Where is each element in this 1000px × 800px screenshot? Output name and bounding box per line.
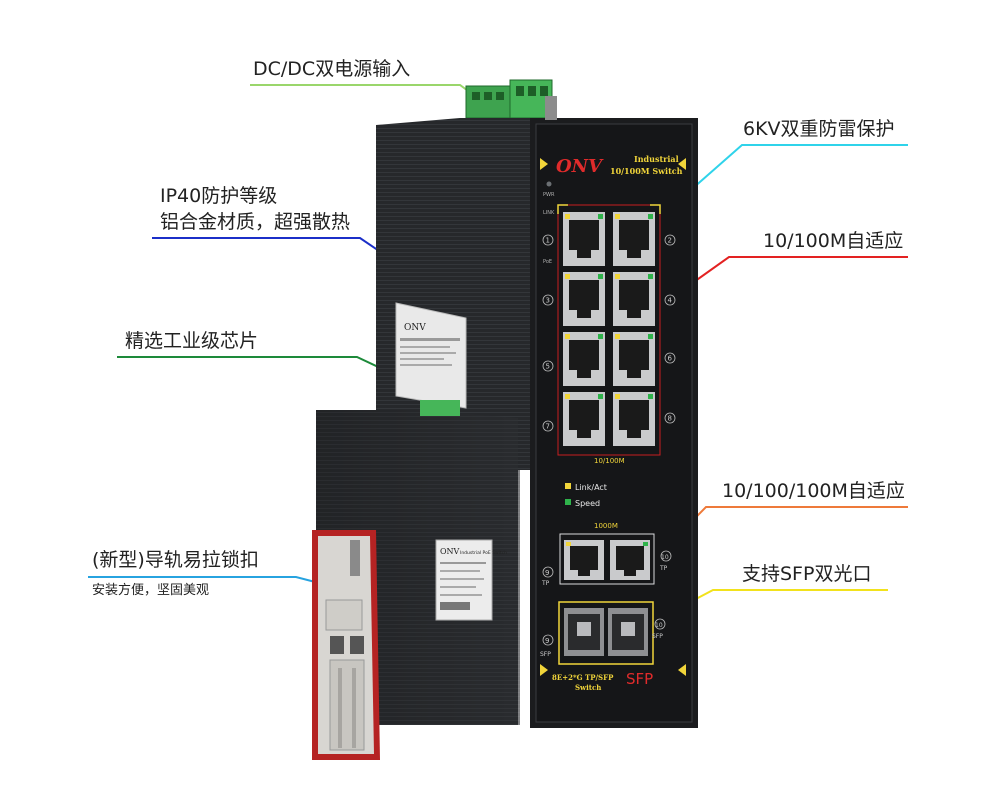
tp-label-right: TP	[659, 565, 668, 572]
port-number-text: 7	[546, 423, 550, 431]
rj45-port-7	[563, 392, 605, 446]
rj45-port-5	[563, 332, 605, 386]
link-label: LINK	[543, 210, 555, 216]
second-sticker-brand: ONV	[440, 547, 460, 556]
product-line2: 10/100M Switch	[610, 166, 683, 176]
gigabit-port-9	[564, 540, 604, 580]
port-number-circle	[664, 412, 676, 424]
side-sticker: ONV	[395, 302, 467, 409]
port-number-text: 6	[668, 355, 673, 363]
port-number-text: 3	[546, 297, 550, 305]
port-number-text: 5	[546, 363, 550, 371]
port-number-circle	[542, 294, 554, 306]
port-number-marks: 1 2 3 4 5 6 7 8	[542, 234, 676, 432]
port-number-text: 1	[546, 237, 550, 245]
adaptive-callout: 10/100M自适应	[763, 230, 904, 252]
rj45-port-4	[613, 272, 655, 326]
brand-logo: ONV	[556, 156, 604, 177]
sfp-callout: 支持SFP双光口	[742, 563, 872, 585]
ip40-callout-line1: IP40防护等级	[160, 185, 278, 207]
rj45-port-6	[613, 332, 655, 386]
port-number-circle	[542, 360, 554, 372]
front-panel: ONV Industrial 10/100M Switch PWR LINK P…	[530, 96, 698, 728]
port-number-circle	[542, 420, 554, 432]
rj45-port-2	[613, 212, 655, 266]
bottom-sfp-logo: SFP	[626, 670, 653, 688]
pwr-label: PWR	[543, 192, 555, 198]
port-number-9-sfp: 9	[545, 637, 549, 645]
chip-callout: 精选工业级芯片	[125, 330, 259, 352]
rj45-port-grid	[563, 212, 655, 446]
port-number-circle	[664, 352, 676, 364]
power-callout: DC/DC双电源输入	[253, 58, 411, 80]
sfp-label-left: SFP	[540, 651, 551, 658]
legend-speed: Speed	[575, 499, 600, 508]
din-rail-clip	[312, 530, 380, 760]
gigabit-label: 1000M	[594, 522, 618, 530]
port-group-label: 10/100M	[594, 457, 625, 465]
surge-callout: 6KV双重防雷保护	[743, 118, 895, 140]
bottom-label-line2: Switch	[575, 683, 601, 692]
port-number-circle	[542, 234, 554, 246]
port-number-10-tp: 10	[661, 554, 669, 561]
sfp-label-right: SFP	[652, 633, 663, 640]
port-number-text: 4	[668, 297, 673, 305]
gigabit-callout: 10/100/100M自适应	[722, 480, 905, 502]
gigabit-port-10	[610, 540, 650, 580]
port-number-circle	[664, 234, 676, 246]
port-number-9-tp: 9	[545, 569, 549, 577]
port-number-10-sfp: 10	[655, 622, 663, 629]
side-sticker-brand: ONV	[404, 323, 426, 333]
legend-link: Link/Act	[575, 483, 607, 492]
bottom-label-line1: 8E+2*G TP/SFP	[552, 673, 614, 682]
surge-line	[683, 144, 908, 197]
rj45-port-3	[563, 272, 605, 326]
port-number-text: 2	[668, 237, 672, 245]
ip40-callout-line2: 铝合金材质，超强散热	[160, 211, 351, 233]
din-rail-callout-line2: 安装方便，坚固美观	[92, 583, 210, 598]
din-rail-callout-line1: (新型)导轨易拉锁扣	[92, 549, 259, 571]
rj45-port-1	[563, 212, 605, 266]
product-line1: Industrial	[634, 154, 679, 164]
poe-label: PoE	[543, 259, 552, 265]
port-number-text: 8	[668, 415, 672, 423]
tp-label-left: TP	[541, 580, 550, 587]
second-sticker-title: Industrial PoE Switch	[460, 550, 507, 556]
rj45-port-8	[613, 392, 655, 446]
port-number-circle	[664, 294, 676, 306]
sfp-port-10	[608, 608, 648, 656]
din-line	[88, 576, 320, 584]
sfp-port-9	[564, 608, 604, 656]
power-terminal	[465, 79, 553, 119]
